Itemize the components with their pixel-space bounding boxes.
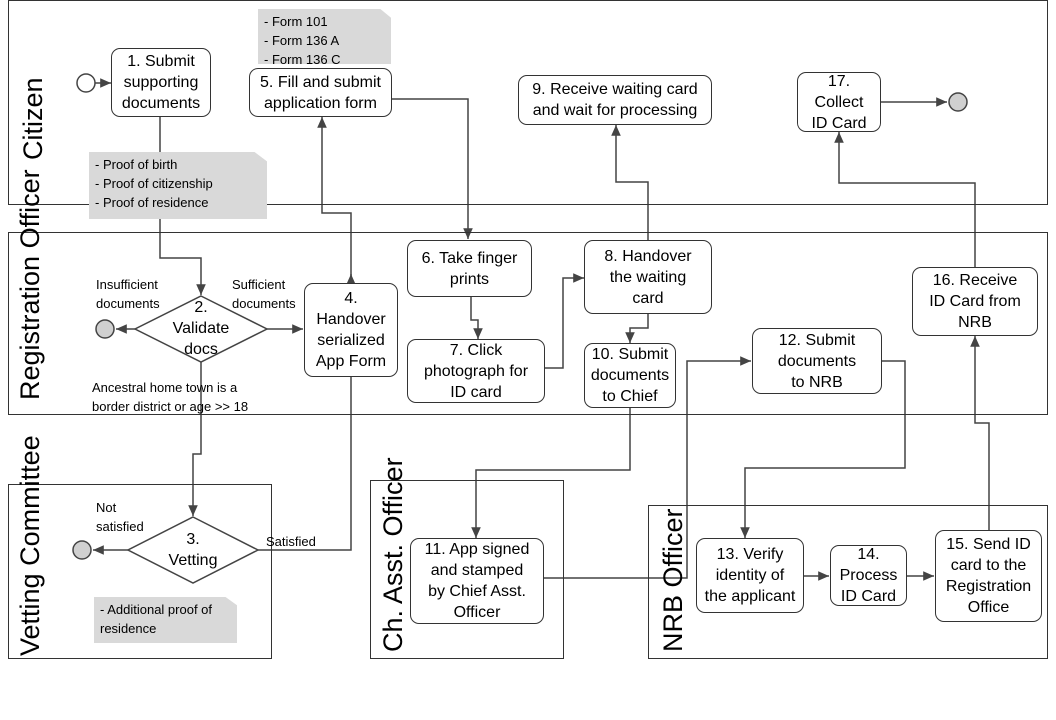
arrow-8-to-10 (625, 314, 649, 343)
lane-label-chief-asst-officer: Ch. Asst. Officer (378, 457, 408, 652)
end-event-collected (948, 92, 968, 112)
lane-vetting-committee (8, 484, 272, 659)
arrow-10-to-11 (471, 408, 631, 538)
step-7-click-photograph: 7. Click photograph for ID card (407, 339, 545, 403)
lane-registration-officer (8, 232, 1048, 415)
end-event-not-satisfied (72, 540, 92, 560)
lane-label-nrb-officer: NRB Officer (658, 508, 688, 652)
label-insufficient-documents: Insufficient documents (96, 277, 160, 311)
step-1-submit-documents: 1. Submit supporting documents (111, 48, 211, 117)
lane-label-registration-officer: Registration Officer (15, 169, 45, 400)
note-proofs: - Proof of birth - Proof of citizenship … (89, 152, 267, 219)
arrow-11-to-12 (544, 356, 751, 579)
label-border-district-condition: Ancestral home town is a border district… (92, 380, 249, 414)
note-forms: - Form 101 - Form 136 A - Form 136 C (258, 9, 391, 64)
arrow-5-to-6 (392, 98, 473, 239)
step-16-receive-id-card: 16. Receive ID Card from NRB (912, 267, 1038, 336)
step-14-process-id-card: 14. Process ID Card (830, 545, 907, 606)
step-8-handover-waiting-card: 8. Handover the waiting card (584, 240, 712, 314)
vetting-diamond (126, 516, 260, 584)
arrow-7-to-8 (545, 273, 584, 369)
arrow-15-to-16 (970, 336, 990, 530)
label-satisfied: Satisfied (266, 534, 316, 549)
step-10-submit-to-chief: 10. Submit documents to Chief (584, 343, 676, 408)
step-12-submit-to-nrb: 12. Submit documents to NRB (752, 328, 882, 394)
step-9-receive-waiting-card: 9. Receive waiting card and wait for pro… (518, 75, 712, 125)
lane-chief-asst-officer (370, 480, 564, 659)
end-event-insufficient (95, 319, 115, 339)
lane-citizen (8, 0, 1048, 205)
arrow-6-to-7 (470, 297, 483, 339)
arrow-2-to-3 (188, 362, 202, 516)
arrow-12-to-13 (740, 360, 906, 538)
step-5-fill-application: 5. Fill and submit application form (249, 68, 392, 117)
arrow-16-to-17 (834, 132, 976, 267)
step-6-take-finger-prints: 6. Take finger prints (407, 240, 532, 297)
step-11-app-signed: 11. App signed and stamped by Chief Asst… (410, 538, 544, 624)
step-4-handover-app-form: 4. Handover serialized App Form (304, 283, 398, 377)
step-3-vetting: 3. Vetting (168, 531, 218, 569)
step-2-validate-docs: 2. Validate docs (172, 299, 230, 358)
note-additional-proof: - Additional proof of residence (94, 597, 237, 643)
lane-label-vetting-committee: Vetting Committee (15, 435, 45, 656)
lane-label-citizen: Citizen (18, 77, 48, 160)
lane-nrb-officer (648, 505, 1048, 659)
label-sufficient-documents: Sufficient documents (232, 277, 296, 311)
step-13-verify-identity: 13. Verify identity of the applicant (696, 538, 804, 613)
arrow-4-to-5 (317, 117, 352, 283)
label-not-satisfied: Not satisfied (96, 500, 144, 534)
arrow-8-to-9 (611, 125, 649, 240)
step-15-send-id-card: 15. Send ID card to the Registration Off… (935, 530, 1042, 622)
step-17-collect-id-card: 17. Collect ID Card (797, 72, 881, 132)
